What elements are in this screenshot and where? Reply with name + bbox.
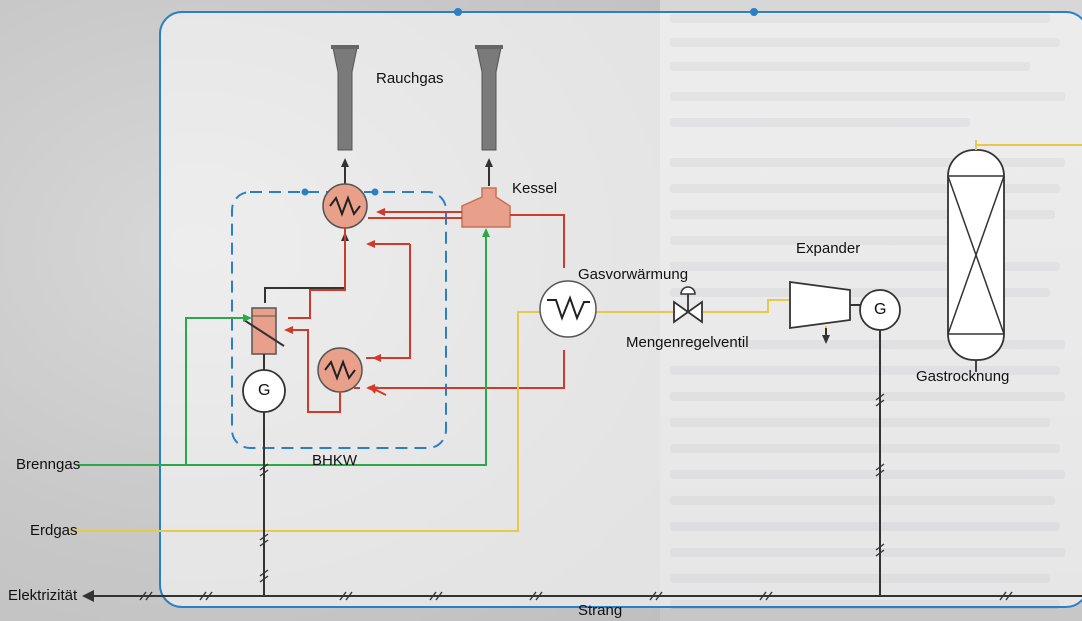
label-gasvorwaermung: Gasvorwärmung: [578, 266, 688, 283]
label-gastrocknung: Gastrocknung: [916, 368, 1009, 385]
label-strang: Strang: [578, 602, 622, 619]
boundary-dot: [750, 8, 758, 16]
generator-expander-letter: G: [874, 301, 886, 319]
boundary-dot: [454, 8, 462, 16]
label-rauchgas: Rauchgas: [376, 70, 444, 87]
bhkw-boundary-dot: [372, 189, 379, 196]
gas-preheater: [540, 281, 596, 337]
gas-dryer-column: [948, 140, 1004, 372]
bhkw-boundary-dot: [302, 189, 309, 196]
label-mengenregelventil: Mengenregelventil: [626, 334, 749, 351]
heat-exchanger-upper: [323, 184, 367, 228]
label-kessel: Kessel: [512, 180, 557, 197]
heat-exchanger-lower: [318, 348, 362, 392]
label-brenngas: Brenngas: [16, 456, 80, 473]
electricity-arrow: [82, 590, 94, 602]
generator-bhkw-letter: G: [258, 382, 270, 400]
system-boundary: [160, 12, 1082, 607]
label-bhkw: BHKW: [312, 452, 357, 469]
label-erdgas: Erdgas: [30, 522, 78, 539]
label-elektrizitaet: Elektrizität: [8, 587, 77, 604]
label-expander: Expander: [796, 240, 860, 257]
